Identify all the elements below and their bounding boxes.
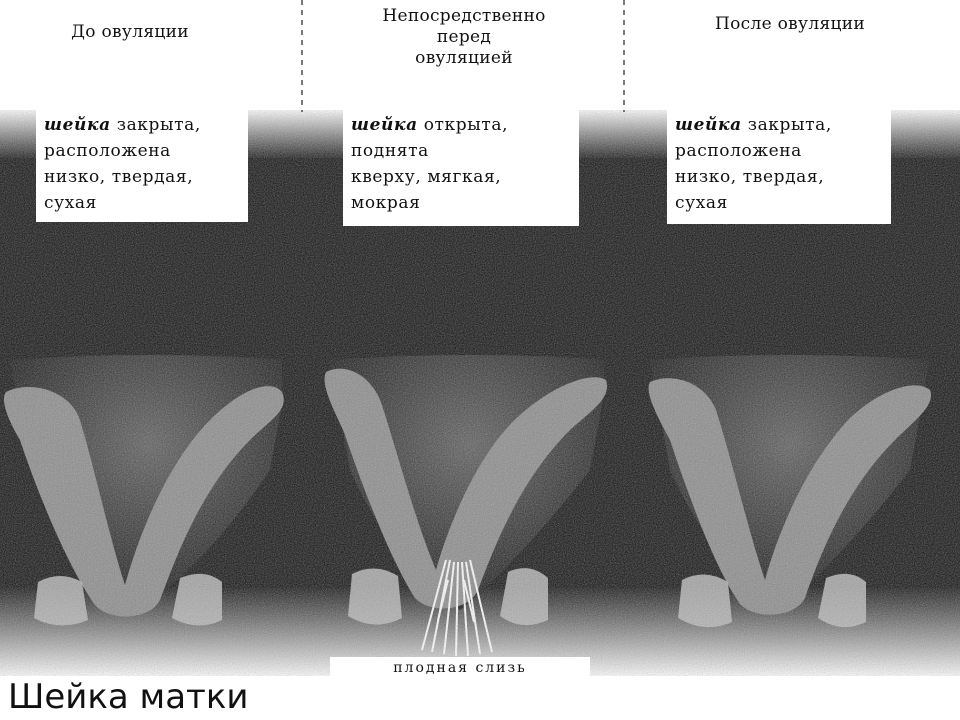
heading-before-ovulation: До овуляции [71, 22, 189, 42]
keyword: шейка [44, 115, 111, 135]
keyword: шейка [351, 115, 418, 135]
heading-just-before-ovulation: Непосредственно перед овуляцией [382, 6, 546, 68]
keyword: шейка [675, 115, 742, 135]
description-before: шейка закрыта, расположена низко, тверда… [36, 108, 248, 222]
heading-after-ovulation: После овуляции [715, 14, 865, 34]
description-after: шейка закрыта, расположена низко, тверда… [667, 108, 891, 224]
column-dividers [301, 0, 625, 112]
slide-caption: Шейка матки [8, 676, 259, 718]
description-just-before: шейка открыта, поднята кверху, мягкая, м… [343, 108, 579, 226]
mucus-label: плодная слизь [330, 657, 590, 679]
